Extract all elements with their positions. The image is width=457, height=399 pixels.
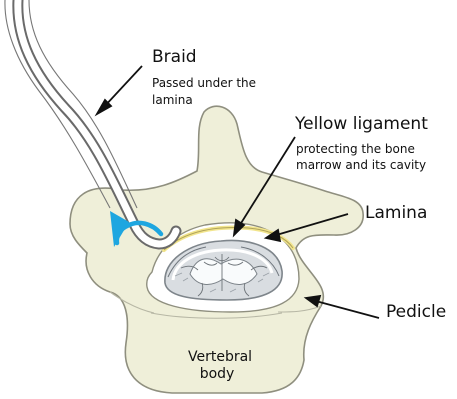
braid-note-line-1: Passed under the	[152, 76, 256, 91]
yellow-ligament-note-line-2: marrow and its cavity	[296, 158, 426, 173]
braid-pointer-arrow	[103, 66, 142, 108]
vertebral-body-label-line-1: Vertebral	[188, 349, 246, 367]
pedicle-label: Pedicle	[386, 304, 446, 322]
braid-label: Braid	[152, 49, 197, 67]
vertebral-body-label-line-2: body	[188, 366, 246, 384]
braid-inner-line	[29, 0, 137, 208]
yellow-ligament-note-line-1: protecting the bone	[296, 142, 415, 157]
pedicle-pointer-arrow	[312, 300, 379, 318]
yellow-ligament-label: Yellow ligament	[295, 116, 428, 134]
lamina-label: Lamina	[365, 205, 427, 223]
braid-note-line-2: lamina	[152, 93, 193, 108]
